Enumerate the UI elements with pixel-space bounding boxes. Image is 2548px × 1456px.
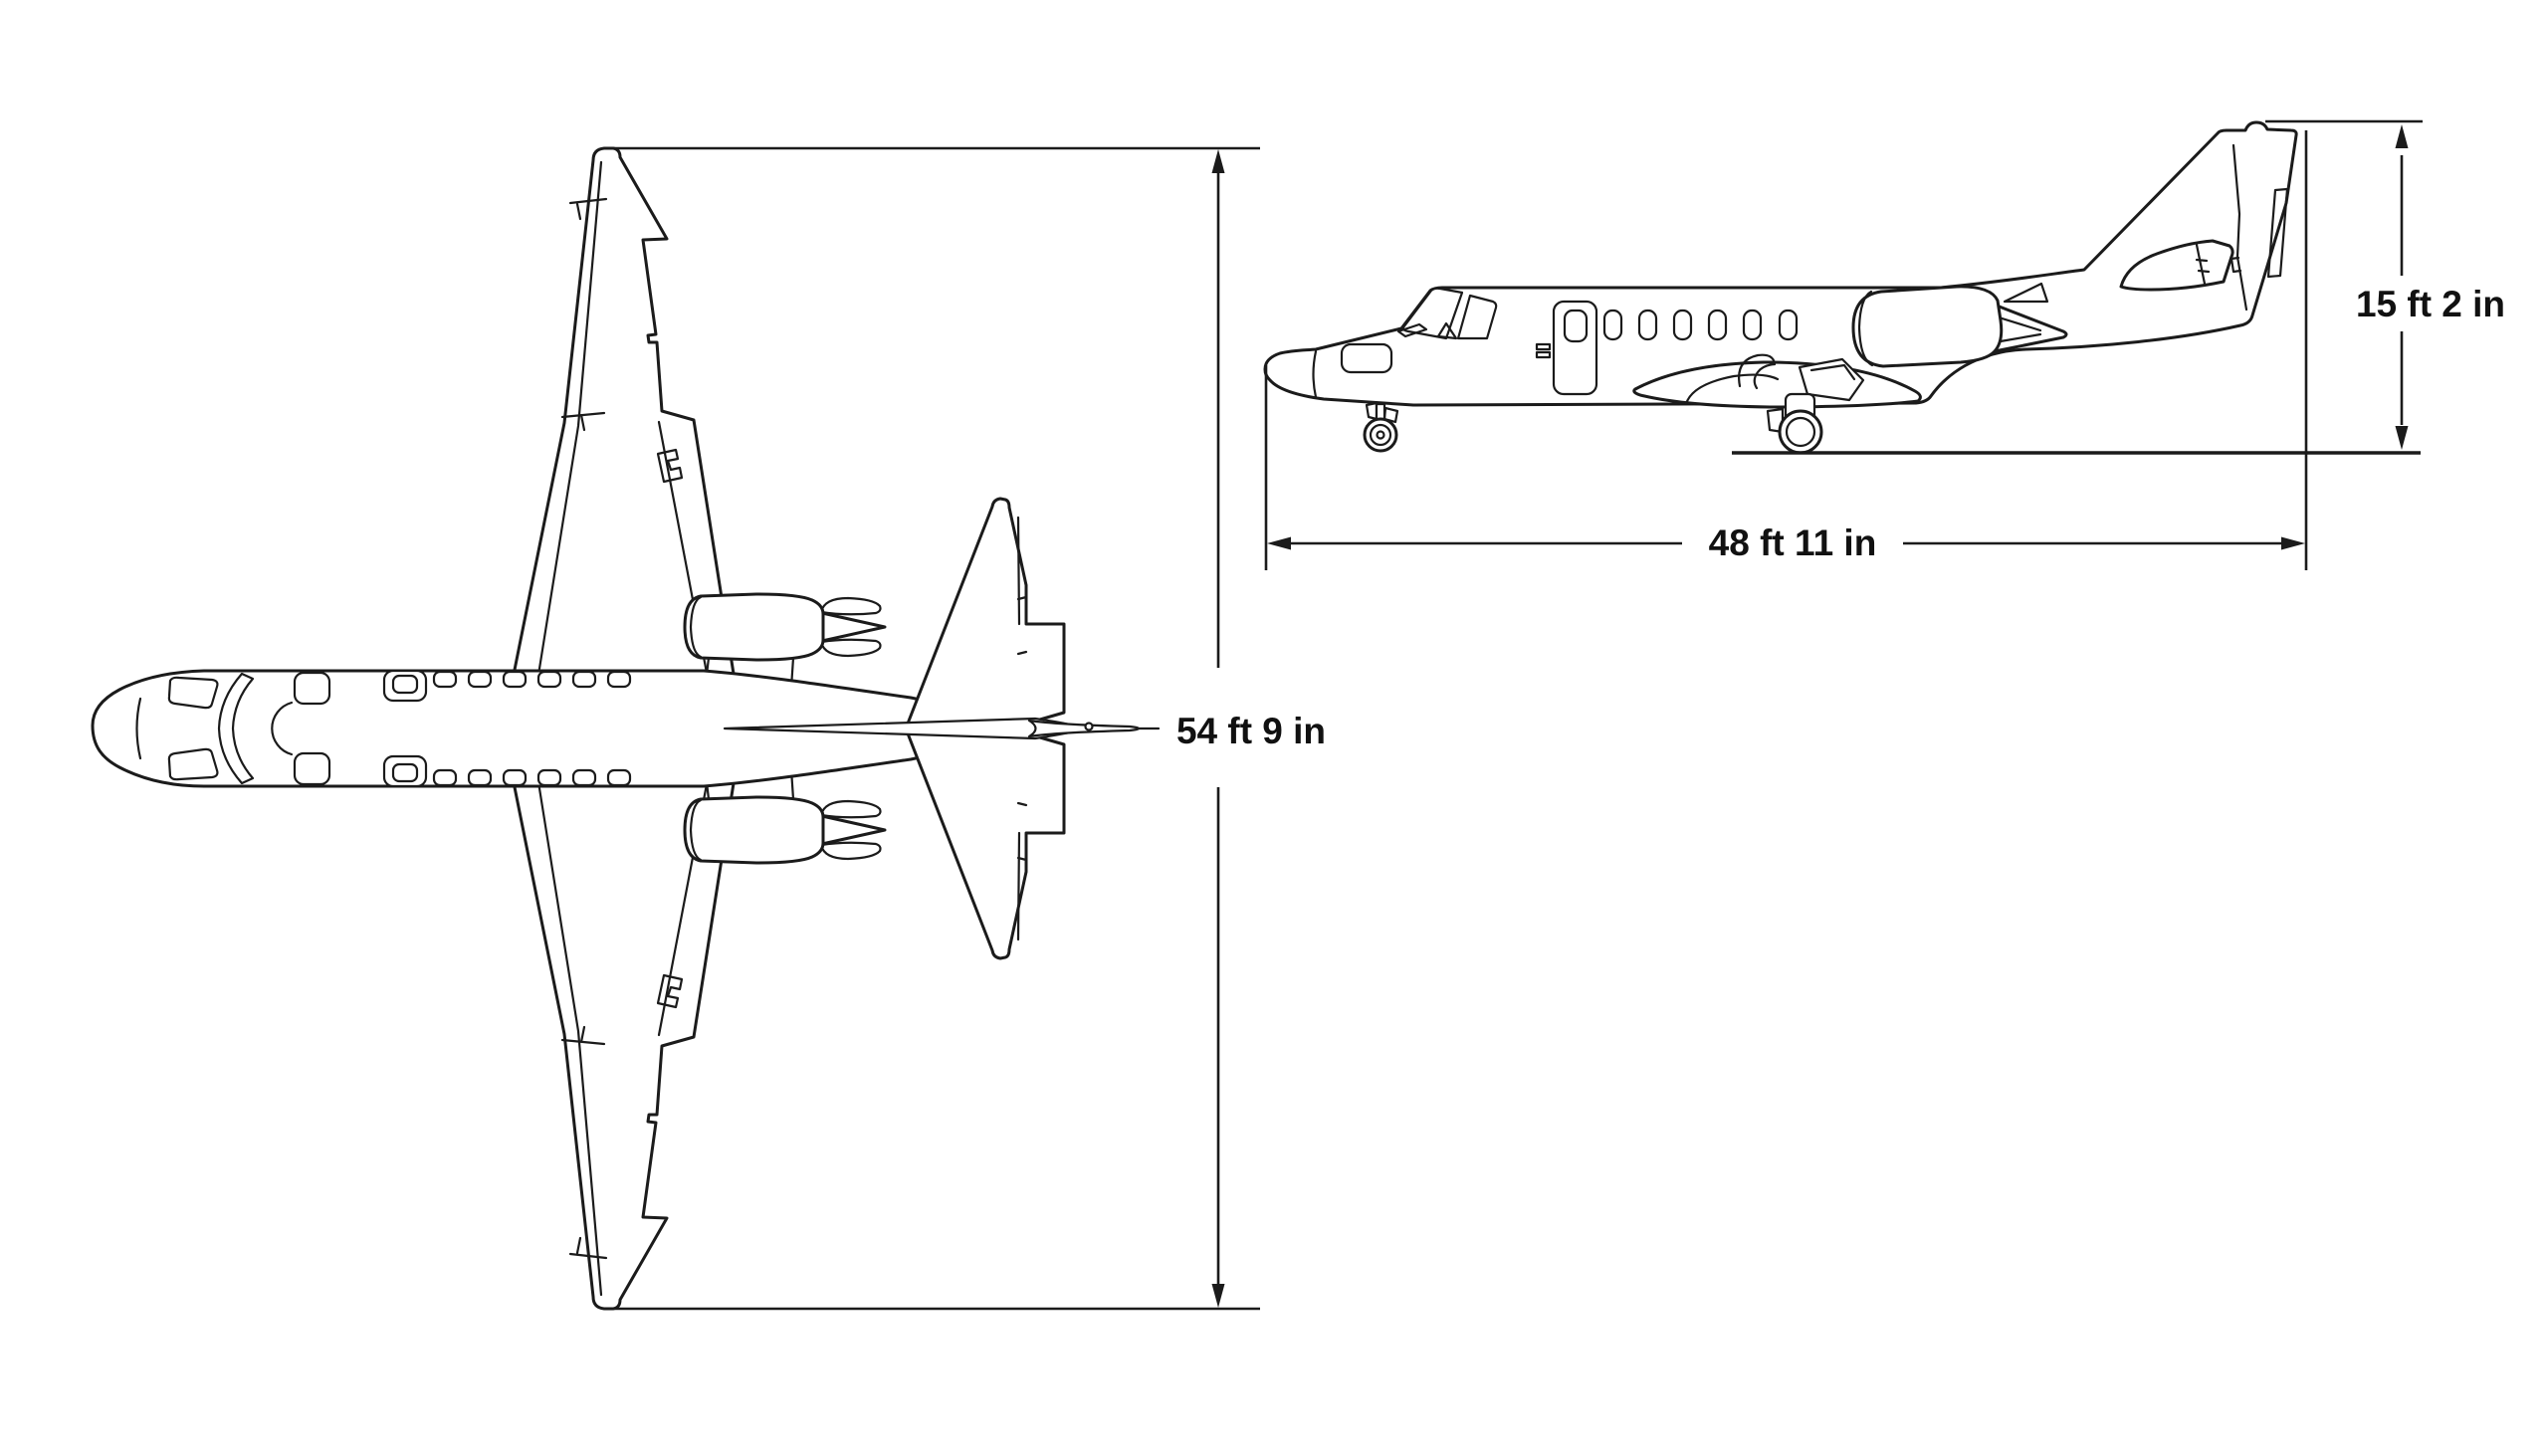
main-wheel-hub [1785,416,1816,448]
dimension-wingspan: 54 ft 9 in [605,146,1326,1311]
fairing-inner-line [1684,373,1780,406]
cabin-window-profile [1707,309,1728,341]
cockpit-window [167,676,219,710]
height-label: 15 ft 2 in [2356,284,2505,324]
length-label: 48 ft 11 in [1709,522,1877,563]
cabin-door [1552,300,1598,396]
cabin-window [606,670,632,689]
exhaust-nozzle-lines [1993,314,2042,344]
cabin-window-profile [1602,309,1623,341]
nose-wheel [1363,417,1398,453]
nose-aux-panel [1396,322,1428,338]
cabin-window [432,670,458,689]
arrowhead-down [2395,426,2409,450]
windshield-bow [217,672,255,785]
gear-bay-fairing [1738,353,1777,390]
rudder-trim-tab-notch [2230,256,2242,274]
arrowhead-right [2281,536,2305,550]
nose-wheel-axle [1376,430,1385,440]
cabin-door-window [1563,309,1589,343]
wing-leading-edge-inner-line [536,160,603,677]
engine-nacelle [683,592,825,662]
top-view-upper-half [512,146,887,690]
cabin-window-profile [1637,309,1658,341]
horizontal-stabilizer-profile [2119,239,2234,292]
elevator-hinge-profile [2195,243,2211,286]
dimension-length: 48 ft 11 in [1264,130,2308,570]
top-view-lower-half [512,767,887,1311]
engine-nacelle-profile [1851,285,2004,368]
nose-wheel-hub [1369,423,1392,447]
arrowhead-up [1211,149,1225,173]
arrowhead-up [2395,124,2409,148]
cabin-window [571,670,597,689]
cabin-window [536,670,562,689]
arrowhead-left [1267,536,1291,550]
rudder-trim-tab [2266,187,2289,279]
cabin-window-profile [1672,309,1693,341]
arrowhead-down [1211,1284,1225,1308]
windshield-divider [1436,321,1458,340]
stabilizer-static-wicks [1016,595,1028,862]
escape-hatch-window [391,674,419,695]
cockpit-side-panel [293,671,331,706]
engine-intake-lip [689,595,703,659]
cabin-window-profile [1778,309,1799,341]
cabin-window [502,670,528,689]
wing-static-wick-outboard [568,197,608,221]
elevator-hinge-line-lower [1016,831,1021,941]
wingspan-label: 54 ft 9 in [1176,711,1326,751]
wing-static-wick-mid [560,411,606,432]
tail-nav-light [1084,722,1094,731]
rudder-hinge-line [2231,143,2248,312]
fuselage-details-upper [167,669,632,710]
radome-seam-profile [1312,349,1318,399]
nacelle-pylon-fin [2003,282,2049,304]
nose-gear-door [1365,401,1379,421]
cockpit-side-window [1456,294,1498,340]
engine-exhaust-cone [820,611,887,643]
elevator-hinge-line-upper [1016,516,1021,626]
nose-baggage-door [1340,342,1393,374]
engine-intake-lip-profile [1857,290,1874,367]
side-view: 48 ft 11 in 15 ft 2 in [1263,119,2505,570]
engine-exhaust-petal-upper [819,596,882,616]
flap-inner-line [1809,363,1856,381]
rudder-edge [1027,719,1141,738]
top-view: 54 ft 9 in [91,146,1326,1311]
dimension-height: 15 ft 2 in [2265,119,2505,450]
door-handle-upper [1535,342,1552,351]
cabin-window [467,670,493,689]
radome-seam [135,697,142,760]
cockpit-bulkhead-arc [271,701,294,756]
door-handle-lower [1535,350,1552,359]
cabin-window-profile [1742,309,1763,341]
engine-exhaust-petal-lower [819,638,882,658]
